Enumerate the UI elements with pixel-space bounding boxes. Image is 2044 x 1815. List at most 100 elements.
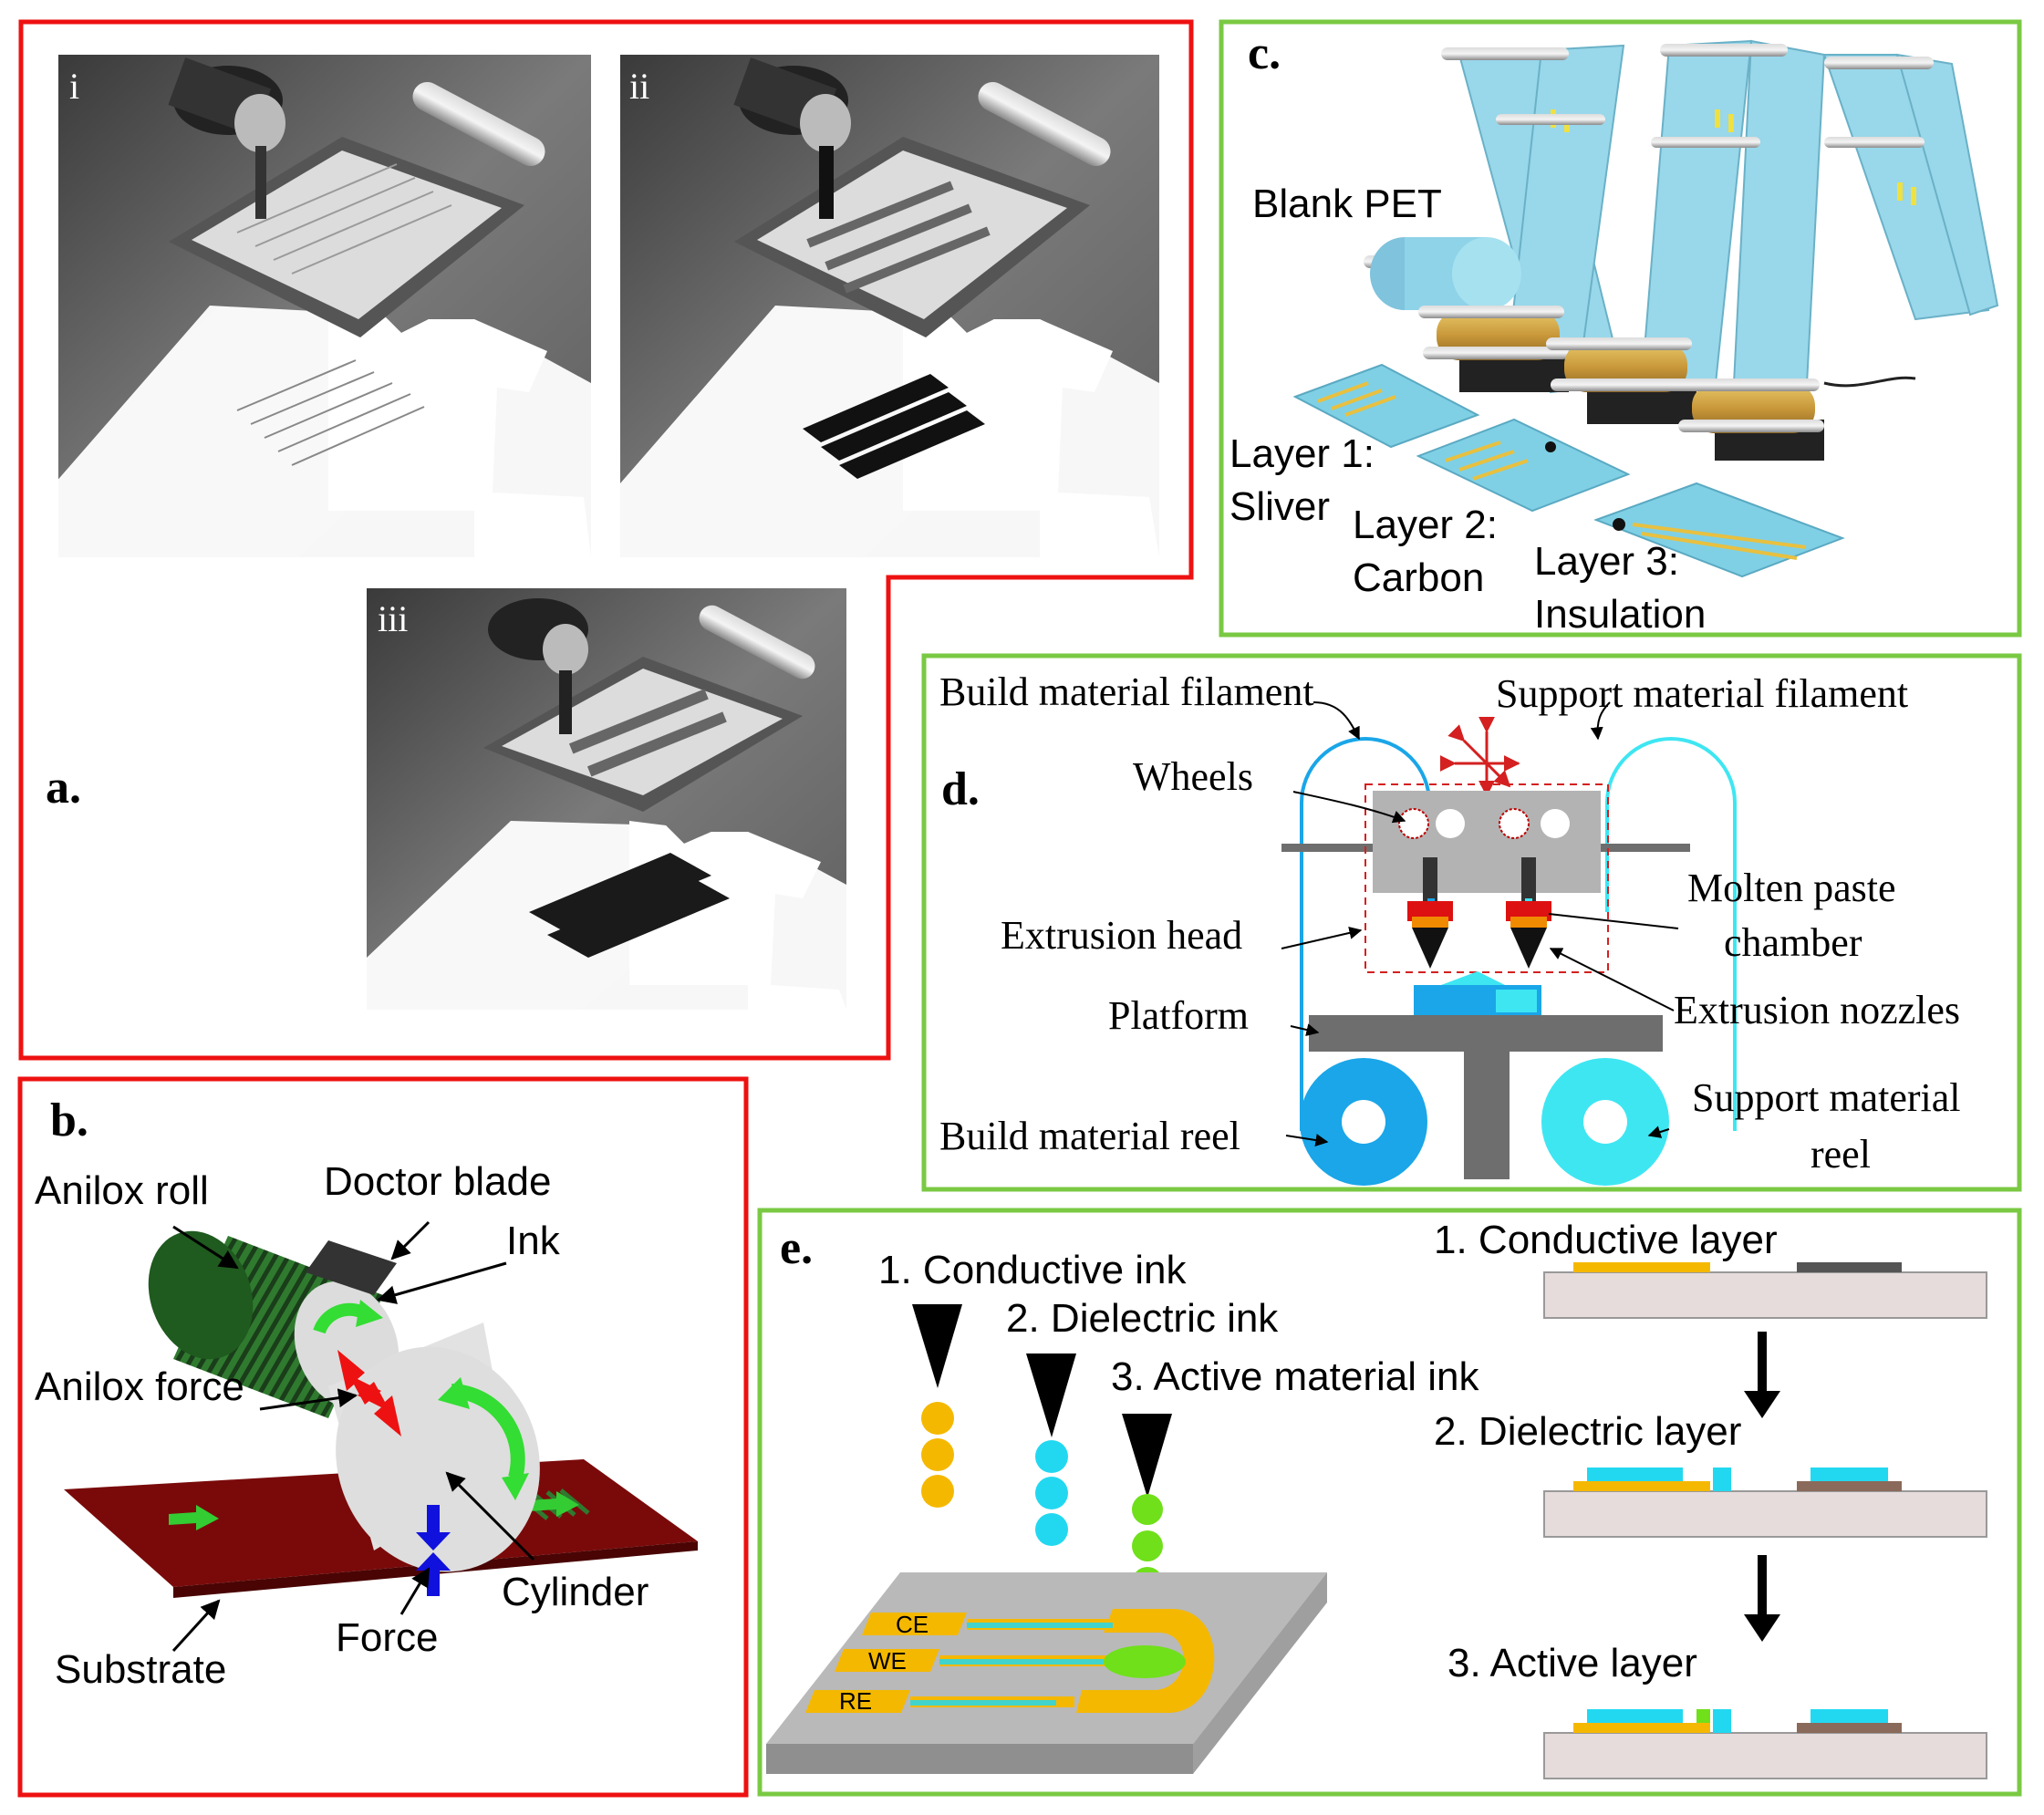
label-ink: Ink [506, 1219, 561, 1263]
working-electrode-active-spot [1104, 1645, 1186, 1678]
support-nozzle-icon [1506, 857, 1551, 969]
anilox-roll-icon [148, 1230, 399, 1418]
label-build-reel: Build material reel [939, 1114, 1240, 1158]
screen-printing-step-ii: ii [620, 55, 1159, 557]
support-filament-path [1605, 737, 1737, 1131]
panel-a: i ii [18, 19, 1194, 1061]
extrusion-head-block [1373, 791, 1601, 893]
printed-sensor-icon: CE WE RE [766, 1572, 1327, 1774]
feed-arrow-icon [169, 1505, 219, 1530]
printed-black-blocks-icon [803, 374, 985, 479]
extrusion-head-outline [1364, 783, 1609, 973]
panel-d-label: d. [941, 763, 980, 815]
label-conductive-ink: 1. Conductive ink [878, 1248, 1188, 1292]
panel-b-leaders [171, 1220, 535, 1653]
label-cylinder: Cylinder [502, 1570, 648, 1614]
build-material-reel-icon [1300, 1058, 1427, 1186]
anilox-force-arrows [337, 1350, 401, 1436]
label-layer2-title: Layer 2: [1353, 503, 1498, 547]
label-wheels: Wheels [1133, 754, 1253, 799]
platform-stem [1464, 1052, 1510, 1179]
print-station-1-icon [1418, 306, 1569, 392]
label-molten-chamber-1: Molten paste [1687, 866, 1896, 910]
pet-web [1458, 39, 1999, 402]
panel-b-border [17, 1076, 749, 1798]
label-ce: CE [896, 1611, 929, 1638]
layer-stack-step-1 [1543, 1262, 1987, 1319]
drive-wheels-icon [1398, 808, 1570, 839]
panel-b: b. [17, 1076, 749, 1798]
label-build-filament: Build material filament [939, 669, 1314, 714]
label-blank-pet: Blank PET [1252, 182, 1442, 226]
guide-rollers [1441, 44, 1934, 148]
label-molten-chamber-2: chamber [1724, 920, 1862, 965]
panel-b-label: b. [50, 1094, 88, 1146]
label-active-ink: 3. Active material ink [1111, 1354, 1479, 1399]
layer-stack-step-2 [1543, 1468, 1987, 1538]
label-dielectric-ink: 2. Dielectric ink [1006, 1296, 1279, 1341]
screen-printing-step-iii: iii [367, 588, 846, 1010]
stack-arrow-1 [1744, 1332, 1780, 1418]
panel-a-label: a. [46, 762, 81, 814]
electrode-layer-3-icon [1593, 482, 1845, 578]
layer-stack-step-3 [1543, 1709, 1987, 1779]
printed-dark-pattern-icon [529, 853, 730, 958]
label-anilox-force: Anilox force [35, 1364, 244, 1409]
label-support-reel-2: reel [1811, 1132, 1871, 1177]
panel-d-border [921, 653, 2022, 1192]
printed-pattern-icon [236, 359, 425, 466]
xy-motion-icon [1439, 716, 1520, 797]
dielectric-ink-nozzle-icon [1026, 1353, 1076, 1546]
panel-d-leaders [1281, 701, 1679, 1146]
pet-supply-reel-icon [1364, 237, 1521, 310]
electrode-layer-2-icon [1416, 418, 1631, 513]
support-material-reel-icon [1541, 1058, 1669, 1186]
exit-arrow-icon [529, 1491, 579, 1517]
panel-d: d. [921, 653, 2022, 1192]
force-arrows [416, 1505, 451, 1596]
screen-frame-icon [169, 137, 524, 337]
panel-e-border [757, 1208, 2022, 1797]
print-station-3-icon [1674, 376, 1916, 461]
panel-e-label: e. [780, 1222, 813, 1274]
label-layer3-name: Insulation [1534, 592, 1706, 637]
label-re: RE [839, 1687, 872, 1715]
label-doctor-blade: Doctor blade [324, 1159, 551, 1204]
active-ink-nozzle-icon [1122, 1414, 1172, 1598]
panel-c: c. [1219, 19, 2022, 638]
label-substrate: Substrate [55, 1647, 226, 1692]
build-nozzle-icon [1407, 857, 1453, 969]
label-extrusion-head: Extrusion head [1001, 913, 1242, 958]
label-layer1-title: Layer 1: [1230, 431, 1375, 476]
panel-c-border [1219, 19, 2022, 638]
label-active-layer: 3. Active layer [1447, 1641, 1697, 1685]
conductive-ink-nozzle-icon [912, 1304, 962, 1508]
sub-label-ii: ii [629, 66, 649, 107]
label-dielectric-layer: 2. Dielectric layer [1434, 1409, 1741, 1454]
screen-printing-step-i: i [55, 55, 591, 557]
label-support-reel-1: Support material [1692, 1075, 1961, 1120]
label-we: WE [868, 1647, 907, 1675]
label-conductive-layer: 1. Conductive layer [1434, 1218, 1778, 1262]
electrode-layer-1-icon [1292, 363, 1480, 449]
sub-label-iii: iii [378, 598, 408, 639]
panel-a-border [18, 19, 1194, 1061]
build-filament-path [1300, 737, 1431, 1131]
doctor-blade-icon [306, 1240, 397, 1295]
panel-e: e. [757, 1208, 2022, 1797]
sub-label-i: i [69, 66, 79, 107]
label-layer1-name: Sliver [1230, 484, 1330, 529]
label-anilox-roll: Anilox roll [35, 1168, 209, 1213]
label-layer3-title: Layer 3: [1534, 539, 1679, 584]
build-platform [1309, 1015, 1663, 1052]
squeegee-rod-icon [412, 81, 545, 167]
print-station-2-icon [1546, 337, 1696, 424]
printed-part-icon [1414, 971, 1541, 1017]
label-force: Force [336, 1615, 438, 1660]
panel-c-label: c. [1248, 27, 1281, 79]
label-support-filament: Support material filament [1496, 671, 1908, 716]
stack-arrow-2 [1744, 1555, 1780, 1642]
label-platform: Platform [1108, 993, 1249, 1038]
ink-bucket-icon [168, 57, 285, 219]
